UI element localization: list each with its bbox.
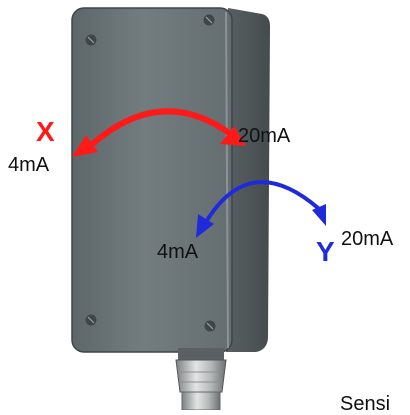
y-arrow-icon (196, 180, 326, 238)
screw-bottom-right (204, 320, 216, 332)
screw-top-left (85, 34, 97, 46)
enclosure (71, 7, 270, 353)
caption-text: Sensi (340, 393, 391, 415)
x-arrow-icon (72, 108, 246, 157)
x-min-label: 4mA (8, 154, 50, 176)
enclosure-front (71, 7, 233, 353)
x-axis-label: X (36, 116, 55, 147)
enclosure-side (226, 8, 270, 352)
y-min-label: 4mA (157, 241, 199, 263)
screw-bottom-left (85, 314, 97, 326)
y-axis-label: Y (316, 236, 335, 267)
x-max-label: 20mA (238, 125, 291, 147)
y-max-label: 20mA (341, 228, 394, 250)
enclosure-edge-highlight (225, 11, 229, 349)
cable-gland (175, 348, 227, 410)
screw-top-right (203, 14, 215, 26)
